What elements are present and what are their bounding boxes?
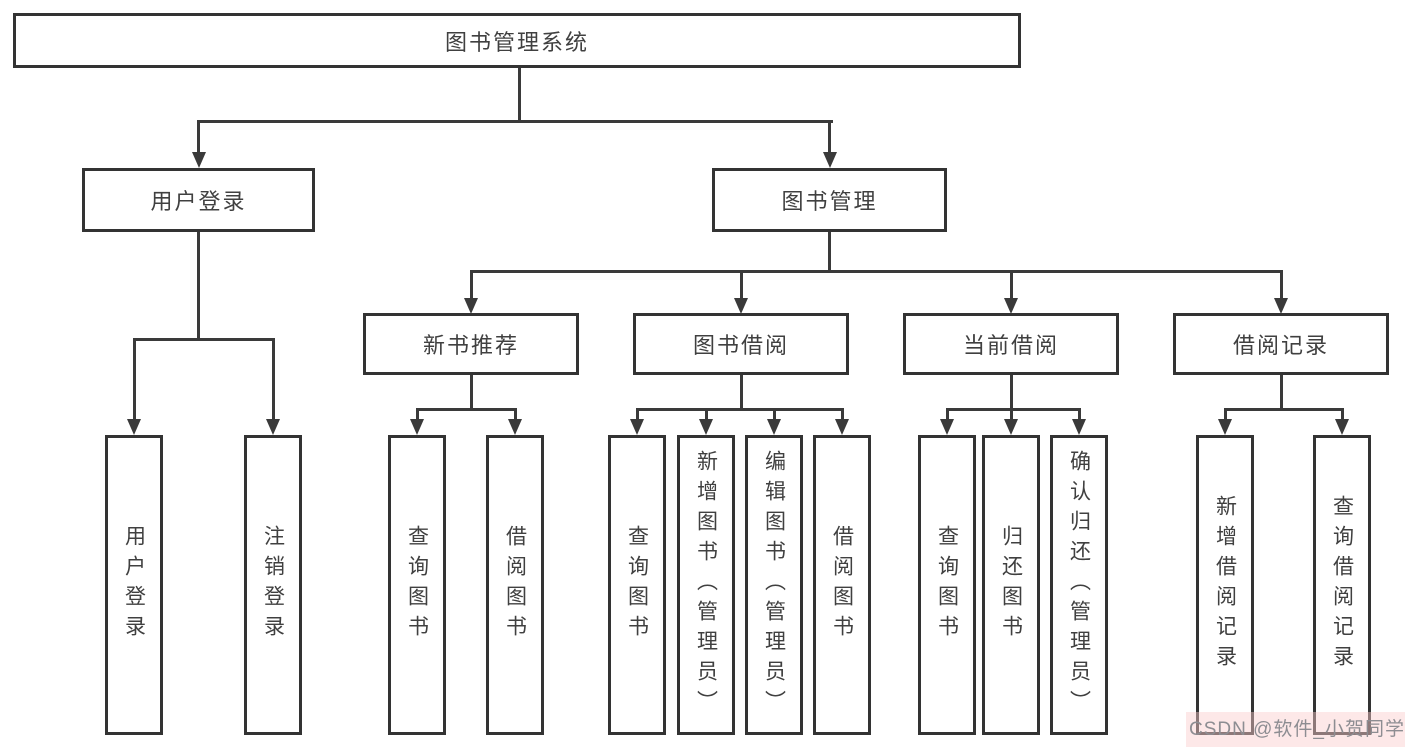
csdn-watermark: CSDN @软件_小贺同学 (1186, 712, 1405, 747)
leaf-label: 确认归还（管理员） (1067, 450, 1091, 720)
connector-line (1010, 375, 1013, 410)
connector-line (1078, 408, 1081, 421)
node-book-management: 图书管理 (712, 168, 947, 232)
leaf-label: 编辑图书（管理员） (762, 450, 786, 720)
node-new-book-recommendation: 新书推荐 (363, 313, 579, 375)
connector-line (740, 270, 743, 301)
connector-line (841, 408, 844, 421)
arrow-down-icon (1004, 419, 1018, 435)
node-library-management-system: 图书管理系统 (13, 13, 1021, 68)
connector-line (471, 270, 1281, 273)
connector-line (773, 408, 776, 421)
arrow-down-icon (1004, 298, 1018, 314)
connector-line (133, 338, 275, 341)
connector-line (1010, 408, 1013, 421)
leaf-logout: 注销登录 (244, 435, 302, 735)
leaf-label: 归还图书 (999, 525, 1023, 645)
arrow-down-icon (699, 419, 713, 435)
leaf-current-query-books: 查询图书 (918, 435, 976, 735)
connector-line (417, 408, 515, 411)
leaf-label: 查询图书 (405, 525, 429, 645)
leaf-borrow-query-books: 查询图书 (608, 435, 666, 735)
connector-line (416, 408, 419, 421)
leaf-borrow-edit-books-admin: 编辑图书（管理员） (745, 435, 803, 735)
connector-line (197, 120, 200, 155)
leaf-label: 注销登录 (261, 525, 285, 645)
arrow-down-icon (1218, 419, 1232, 435)
arrow-down-icon (508, 419, 522, 435)
arrow-down-icon (266, 419, 280, 435)
leaf-borrow-add-books-admin: 新增图书（管理员） (677, 435, 735, 735)
connector-line (828, 232, 831, 272)
arrow-down-icon (835, 419, 849, 435)
connector-line (637, 408, 843, 411)
leaf-label: 借阅图书 (830, 525, 854, 645)
leaf-user-login: 用户登录 (105, 435, 163, 735)
connector-line (470, 270, 473, 301)
leaf-recommend-borrow-books: 借阅图书 (486, 435, 544, 735)
leaf-recommend-query-books: 查询图书 (388, 435, 446, 735)
arrow-down-icon (192, 152, 206, 168)
arrow-down-icon (940, 419, 954, 435)
connector-line (705, 408, 708, 421)
connector-line (272, 338, 275, 422)
leaf-label: 用户登录 (122, 525, 146, 645)
connector-line (197, 120, 833, 123)
leaf-label: 查询图书 (625, 525, 649, 645)
leaf-records-query-borrow-record: 查询借阅记录 (1313, 435, 1371, 735)
arrow-down-icon (1335, 419, 1349, 435)
leaf-label: 查询图书 (935, 525, 959, 645)
node-current-borrowing: 当前借阅 (903, 313, 1119, 375)
connector-line (1224, 408, 1227, 421)
leaf-label: 借阅图书 (503, 525, 527, 645)
connector-line (1341, 408, 1344, 421)
leaf-records-add-borrow-record: 新增借阅记录 (1196, 435, 1254, 735)
node-borrowing-records: 借阅记录 (1173, 313, 1389, 375)
connector-line (828, 120, 831, 155)
connector-line (518, 68, 521, 122)
connector-line (1280, 270, 1283, 301)
arrow-down-icon (1072, 419, 1086, 435)
leaf-current-return-books: 归还图书 (982, 435, 1040, 735)
arrow-down-icon (823, 152, 837, 168)
arrow-down-icon (464, 298, 478, 314)
connector-line (636, 408, 639, 421)
connector-line (514, 408, 517, 421)
leaf-label: 查询借阅记录 (1330, 495, 1354, 675)
connector-line (1225, 408, 1343, 411)
connector-line (1280, 375, 1283, 410)
connector-line (133, 338, 136, 422)
node-book-borrowing: 图书借阅 (633, 313, 849, 375)
leaf-current-confirm-return-admin: 确认归还（管理员） (1050, 435, 1108, 735)
leaf-label: 新增图书（管理员） (694, 450, 718, 720)
node-user-login: 用户登录 (82, 168, 315, 232)
connector-line (197, 232, 200, 341)
arrow-down-icon (410, 419, 424, 435)
connector-line (1010, 270, 1013, 301)
connector-line (470, 375, 473, 410)
arrow-down-icon (630, 419, 644, 435)
arrow-down-icon (767, 419, 781, 435)
arrow-down-icon (1274, 298, 1288, 314)
connector-line (740, 375, 743, 410)
leaf-borrow-borrow-books: 借阅图书 (813, 435, 871, 735)
arrow-down-icon (734, 298, 748, 314)
leaf-label: 新增借阅记录 (1213, 495, 1237, 675)
arrow-down-icon (127, 419, 141, 435)
connector-line (946, 408, 949, 421)
connector-line (947, 408, 1080, 411)
